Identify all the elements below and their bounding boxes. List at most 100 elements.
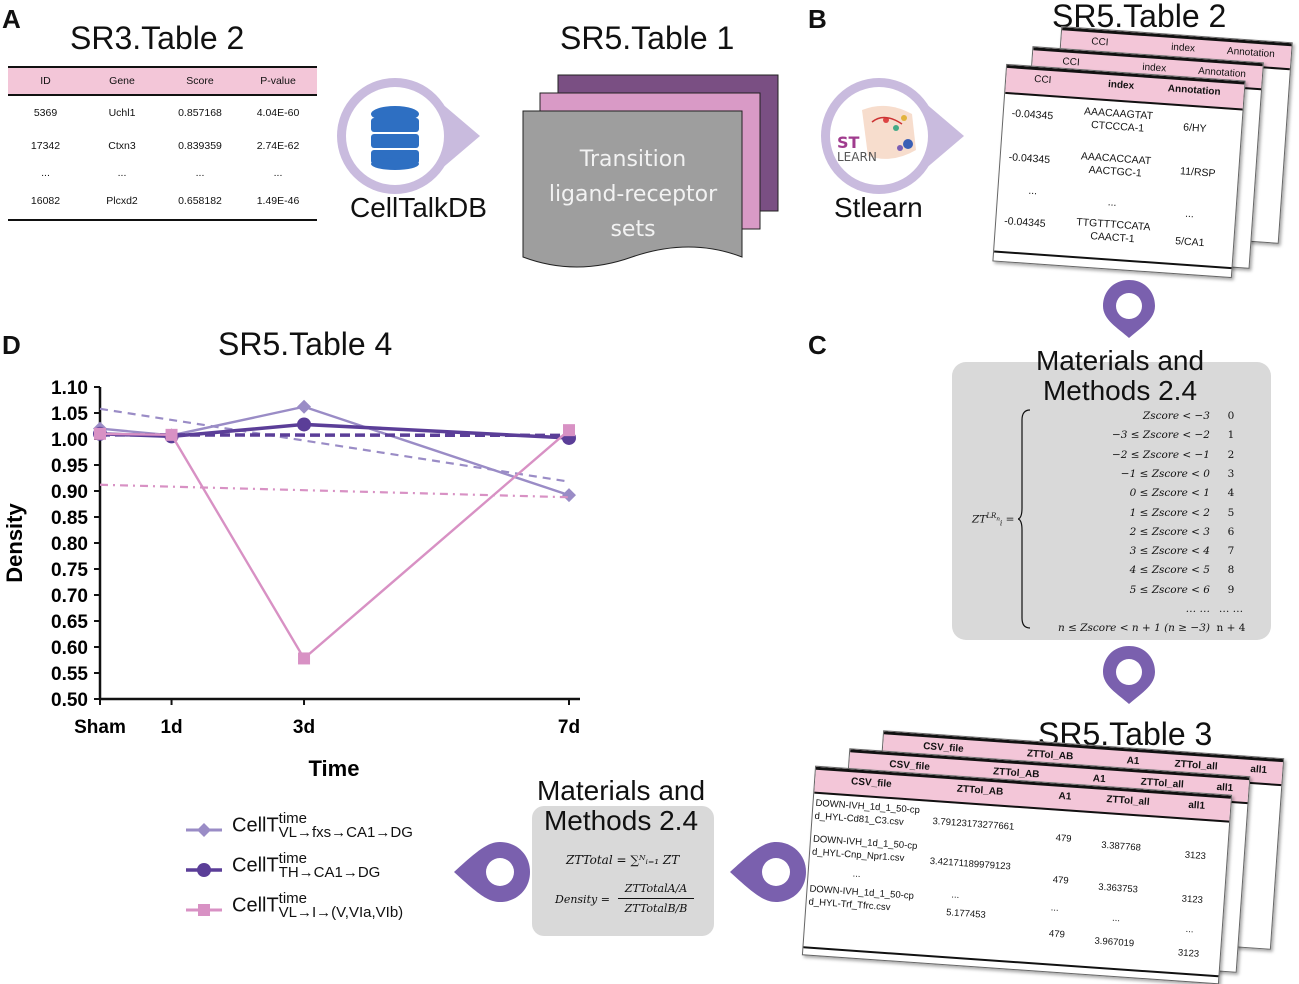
table-cell: 2.74E-62 — [256, 139, 300, 152]
formula-value: 8 — [1227, 564, 1235, 577]
methods-title-line: Materials and — [1035, 345, 1205, 376]
y-tick-label: 0.85 — [51, 508, 88, 529]
formula-brace — [1018, 409, 1031, 629]
formula-condition: Zscore < −3 — [1142, 410, 1210, 422]
data-point-circle — [297, 417, 312, 432]
sr5-table3-header: A1 — [1058, 790, 1072, 803]
density-chart: 0.500.550.600.650.700.750.800.850.900.95… — [2, 378, 580, 781]
sr5-table1-line: sets — [610, 217, 656, 242]
table-cell: ... — [195, 167, 205, 179]
location-pin-icon — [1103, 646, 1155, 704]
methods-title-line: Materials and — [536, 775, 706, 806]
table-cell: 0.839359 — [178, 139, 222, 152]
formula-value: 2 — [1227, 448, 1235, 461]
y-axis-label: Density — [2, 503, 27, 583]
y-tick-label: 0.65 — [51, 612, 88, 633]
formula-condition: n ≤ Zscore < n + 1 (n ≥ −3) — [1058, 622, 1210, 635]
density-numerator: ZTTotalA/A — [624, 882, 688, 895]
table-cell: 3.967019 — [1094, 935, 1135, 950]
panel-label-c: C — [808, 330, 827, 360]
table-cell: 5/CA1 — [1174, 235, 1205, 250]
y-tick-label: 0.55 — [51, 664, 88, 685]
table-cell: 479 — [1055, 832, 1072, 845]
pin-left-icon — [730, 842, 806, 902]
legend-marker-square — [186, 904, 222, 916]
sr5-table2-header-annotation: Annotation — [1167, 83, 1221, 98]
table-cell: ... — [1107, 196, 1117, 209]
database-icon — [371, 106, 419, 170]
sr5-table3-header: CSV_file — [850, 776, 892, 791]
table-cell: 11/RSP — [1179, 165, 1216, 180]
table-cell: 16082 — [30, 194, 61, 207]
formula-value: 5 — [1227, 506, 1235, 519]
panel-label-b: B — [808, 4, 827, 34]
chart-title: SR5.Table 4 — [218, 326, 393, 362]
stlearn-logo: ST LEARN — [837, 105, 916, 164]
x-tick-label: 7d — [558, 717, 580, 738]
table-cell: 17342 — [30, 139, 61, 152]
table-cell: -0.04345 — [1003, 215, 1046, 230]
legend-marker-circle — [186, 863, 222, 877]
x-tick-label: Sham — [74, 717, 126, 738]
table-cell: 3123 — [1184, 849, 1207, 863]
formula-condition: −3 ≤ Zscore < −2 — [1111, 429, 1210, 442]
legend-marker-diamond — [186, 823, 222, 837]
y-tick-label: 0.90 — [51, 482, 88, 503]
formula-condition: −2 ≤ Zscore < −1 — [1111, 448, 1210, 461]
sr3-header-pvalue: P-value — [239, 68, 317, 95]
formula-value: n + 4 — [1216, 622, 1246, 635]
series-line — [99, 405, 570, 497]
y-tick-label: 0.75 — [51, 560, 88, 581]
methods-title: Materials and Methods 2.4 — [1000, 346, 1240, 406]
table-row: ... ... ... ... — [8, 162, 317, 184]
formula-condition: −1 ≤ Zscore < 0 — [1120, 467, 1210, 480]
sr5-table3-front-sheet: CSV_file ZTTol_AB A1 ZTTol_all all1 DOWN… — [801, 765, 1233, 984]
sr5-table1-stack — [522, 74, 779, 268]
formula-value: 9 — [1227, 583, 1235, 596]
sr5-table3-header: ZTTol_all — [1106, 794, 1150, 809]
table-cell: ... — [951, 889, 960, 902]
stlearn-logo-st: ST — [837, 133, 860, 152]
table-row: 16082 Plcxd2 0.658182 1.49E-46 — [8, 184, 317, 217]
stlearn-logo-learn: LEARN — [837, 150, 877, 164]
formula-value: 3 — [1227, 467, 1235, 480]
formula-value: 1 — [1227, 429, 1235, 442]
table-cell: 0.857168 — [178, 106, 222, 119]
sr3-header-id: ID — [8, 68, 83, 95]
pin-left-icon — [454, 842, 530, 902]
table-cell: 479 — [1048, 928, 1066, 941]
y-tick-label: 0.60 — [51, 638, 88, 659]
table-cell: Uchl1 — [108, 106, 136, 119]
formula-value: 0 — [1227, 410, 1235, 422]
density-equation-lhs: Density = — [555, 893, 610, 906]
formula-lhs: ZTLRni = — [972, 512, 1015, 528]
data-point-square — [298, 652, 311, 665]
table-row: 5369 Uchl1 0.857168 4.04E-60 — [8, 95, 317, 129]
table-cell: ... — [41, 167, 50, 179]
table-cell: Ctxn3 — [108, 139, 136, 152]
table-cell: -0.04345 — [1011, 107, 1054, 123]
table-cell: 3123 — [1181, 893, 1204, 907]
formula-value: … … — [1218, 603, 1244, 615]
data-point-diamond — [562, 488, 576, 503]
table-cell: 0.658182 — [178, 194, 222, 207]
table-cell: 3.42171189979123 — [929, 855, 1012, 873]
panel-label-a: A — [2, 4, 21, 34]
table-cell: ... — [1050, 902, 1060, 914]
formula-condition: … … — [1185, 603, 1210, 615]
methods-title-line: Methods 2.4 — [543, 805, 699, 836]
density-formula-box — [532, 806, 714, 936]
sr5-table2-header-index: index — [1107, 79, 1135, 92]
table-cell: 5.177453 — [945, 907, 987, 921]
celltalkdb-bubble — [337, 78, 480, 194]
sr3-table-title: SR3.Table 2 — [70, 20, 245, 56]
table-cell: ... — [1111, 912, 1121, 925]
table-cell: 3.363753 — [1097, 881, 1139, 896]
data-point-square — [563, 424, 575, 437]
sr3-header-gene: Gene — [83, 68, 161, 95]
